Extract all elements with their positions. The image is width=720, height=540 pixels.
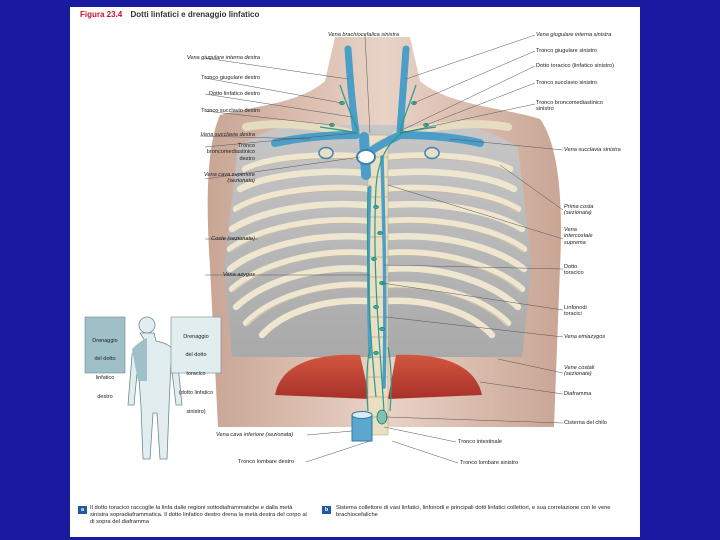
label-vena-cava-inferiore: Vena cava inferiore (sezionata) (216, 432, 293, 438)
label-vena-brachiocefalica-sinistra: Vena brachiocefalica sinistra (328, 32, 399, 38)
label-tronco-broncomediastinico-destro: Tronco broncomediastinico destro (125, 143, 255, 162)
label-tronco-lombare-destro: Tronco lombare destro (238, 459, 294, 465)
label-tronco-intestinale: Tronco intestinale (458, 439, 502, 445)
label-prima-costa: Prima costa (sezionata) (564, 204, 594, 217)
label-vena-cava-superiore: Vena cava superiore (sezionata) (125, 172, 255, 185)
label-vena-emiazygos: Vena emiazygos (564, 334, 605, 340)
label-tronco-succlavio-destro: Tronco succlavio destro (130, 108, 260, 114)
label-linfonodi-toracici: Linfonodi toracici (564, 305, 587, 318)
legend-thoracic-duct-text: Drenaggio del dotto toracico (dotto linf… (171, 321, 221, 428)
label-vene-costali: Vene costali (sezionate) (564, 365, 594, 378)
legend-right-duct-text: Drenaggio del dotto linfatico destro (85, 325, 125, 413)
label-tronco-giugulare-sinistro: Tronco giugulare sinistro (536, 48, 597, 54)
label-tronco-succlavio-sinistro: Tronco succlavio sinistro (536, 80, 597, 86)
figure-panel: Figura 23.4 Dotti linfatici e drenaggio … (70, 7, 640, 537)
left-subclavian-cut (425, 148, 439, 159)
label-coste-sezionate: Coste (sezionate) (125, 236, 255, 242)
label-vena-azygos: Vena azygos (125, 272, 255, 278)
panel-a-badge: a (78, 506, 87, 514)
label-tronco-broncomediastinico-sinistro: Tronco broncomediastinico sinistro (536, 100, 603, 113)
label-vena-intercostale-suprema: Vena intercostale suprema (564, 227, 593, 246)
label-dotto-toracico-sinistro: Dotto toracico (linfatico sinistro) (536, 63, 614, 69)
panel-b-caption: Sistema collettore di vasi linfatici, li… (336, 505, 626, 519)
label-cisterna-del-chilo: Cisterna del chilo (564, 420, 607, 426)
label-diaframma: Diaframma (564, 391, 591, 397)
panel-a-caption: Il dotto toracico raccoglie la linfa dal… (90, 505, 312, 527)
label-dotto-toracico: Dotto toracico (564, 264, 584, 277)
label-vena-succlavia-sinistra: Vena succlavia sinistra (564, 147, 621, 153)
label-vena-giugulare-interna-destra: Vena giugulare interna destra (135, 55, 260, 61)
label-vena-succlavia-destra: Vena succlavia destra (125, 132, 255, 138)
cisterna-chyli (377, 410, 387, 424)
label-vena-giugulare-interna-sinistra: Vena giugulare interna sinistra (536, 32, 611, 38)
label-tronco-lombare-sinistro: Tronco lombare sinistro (460, 460, 518, 466)
panel-b-badge: b (322, 506, 331, 514)
label-tronco-giugulare-destro: Tronco giugulare destro (130, 75, 260, 81)
right-subclavian-cut (319, 148, 333, 159)
label-dotto-linfatico-destro: Dotto linfatico destro (130, 91, 260, 97)
